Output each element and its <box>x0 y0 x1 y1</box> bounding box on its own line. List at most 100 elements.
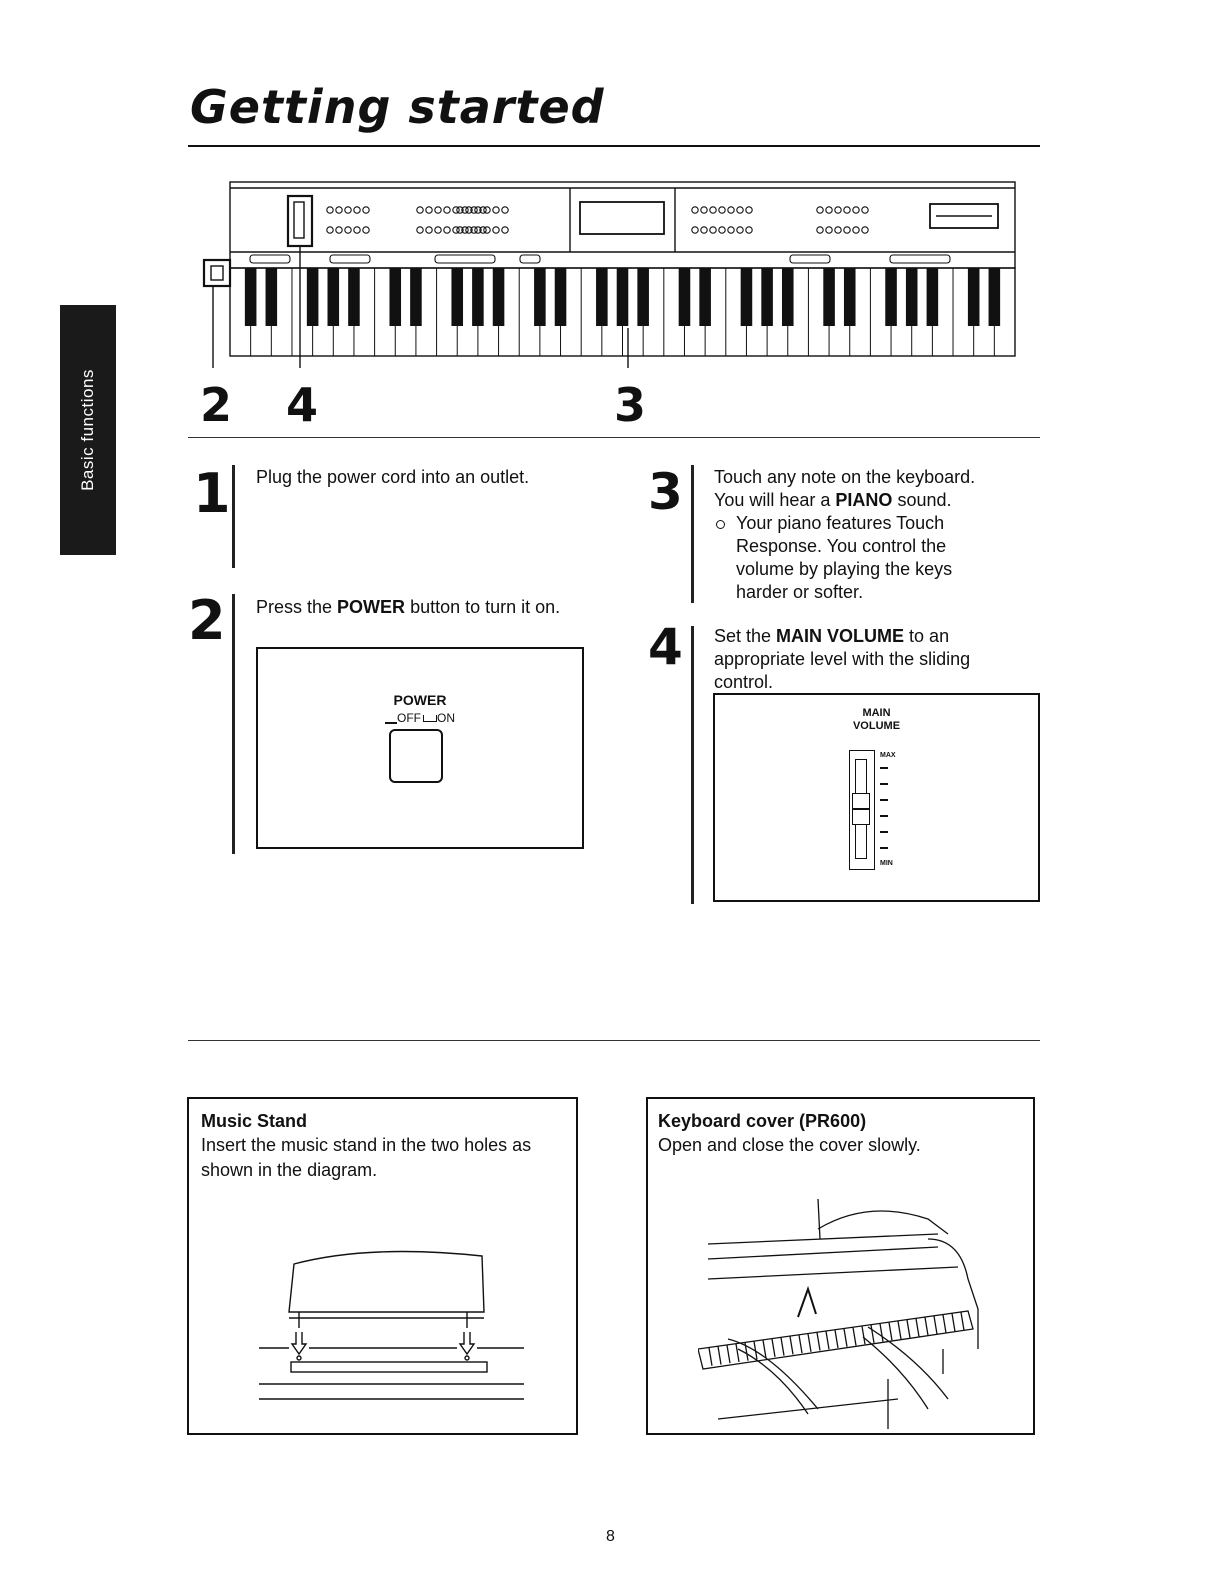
panel-button <box>470 206 478 214</box>
black-key <box>843 268 856 326</box>
panel-button <box>700 226 708 234</box>
key-divider <box>798 1334 803 1354</box>
black-key <box>492 268 505 326</box>
panel-button <box>443 206 451 214</box>
volume-tick <box>880 767 888 769</box>
panel-button <box>843 226 851 234</box>
panel-button <box>344 226 352 234</box>
black-key <box>616 268 629 326</box>
black-key <box>781 268 794 326</box>
volume-slider-knob[interactable] <box>852 793 870 825</box>
section-side-tab-label: Basic functions <box>78 369 97 491</box>
panel-button-row <box>434 254 496 264</box>
panel-button <box>861 206 869 214</box>
key-divider <box>897 1321 902 1340</box>
panel-button <box>852 206 860 214</box>
key-divider <box>924 1317 929 1336</box>
volume-tick <box>880 831 888 833</box>
key-divider <box>726 1345 731 1364</box>
panel-button <box>700 206 708 214</box>
key-divider <box>960 1312 965 1331</box>
power-button-highlight <box>202 258 232 288</box>
black-key <box>905 268 918 326</box>
key-divider <box>870 1324 875 1344</box>
panel-button <box>834 226 842 234</box>
panel-button <box>353 206 361 214</box>
up-arrow-icon <box>797 1285 817 1318</box>
music-stand-board <box>288 1250 485 1313</box>
music-stand-illustration <box>259 1250 524 1400</box>
keyboard-cover-title: Keyboard cover (PR600) <box>658 1111 867 1131</box>
black-key <box>534 268 546 326</box>
key-divider <box>834 1329 839 1349</box>
key-divider <box>843 1328 848 1347</box>
panel-button <box>465 226 473 234</box>
lcd-display <box>579 201 665 235</box>
key-divider <box>915 1318 920 1337</box>
volume-tick <box>880 783 888 785</box>
panel-button <box>492 226 500 234</box>
panel-button-row <box>519 254 541 264</box>
power-button[interactable] <box>389 729 443 783</box>
panel-button-row <box>249 254 291 264</box>
keyboard-cover-box: Keyboard cover (PR600) Open and close th… <box>646 1097 1035 1435</box>
step-text: Touch any note on the keyboard. You will… <box>714 466 1034 604</box>
black-key <box>451 268 464 326</box>
off-position-icon <box>385 714 397 724</box>
key-divider <box>852 1327 857 1346</box>
down-arrow-icon <box>290 1332 308 1356</box>
panel-button <box>501 226 509 234</box>
panel-button <box>443 226 451 234</box>
piano-keyword: PIANO <box>835 490 893 510</box>
volume-label-line1: MAIN <box>862 707 891 719</box>
key-divider <box>933 1315 938 1335</box>
panel-button <box>465 206 473 214</box>
panel-button <box>825 226 833 234</box>
panel-button <box>474 226 482 234</box>
panel-button <box>425 206 433 214</box>
keyboard-cover-text: Open and close the cover slowly. <box>658 1135 921 1155</box>
title-rule <box>188 145 1040 147</box>
black-key <box>678 268 691 326</box>
key-divider <box>735 1343 740 1363</box>
key-divider <box>789 1336 794 1355</box>
panel-button <box>479 206 487 214</box>
step-bar <box>232 465 235 568</box>
panel-button <box>718 206 726 214</box>
key-divider <box>861 1326 866 1345</box>
key-divider <box>780 1337 785 1356</box>
panel-button <box>416 226 424 234</box>
music-stand-text: Insert the music stand in the two holes … <box>201 1135 532 1180</box>
black-key <box>265 268 278 326</box>
black-key <box>926 268 939 326</box>
black-key <box>740 268 753 326</box>
volume-slider-track[interactable] <box>849 750 875 870</box>
panel-button <box>825 206 833 214</box>
step-text: Plug the power cord into an outlet. <box>256 467 530 487</box>
step-bar <box>691 626 694 904</box>
page-number: 8 <box>606 1528 615 1545</box>
keyboard-cover-illustration <box>698 1199 979 1429</box>
callout-label: 3 <box>614 378 647 432</box>
key-divider <box>888 1322 893 1341</box>
main-volume-figure: MAIN VOLUME MAX MIN <box>713 693 1040 902</box>
panel-button <box>456 206 464 214</box>
bullet-note: Your piano features Touch Response. You … <box>714 512 1001 604</box>
black-key <box>306 268 319 326</box>
step-bar <box>232 594 235 854</box>
down-arrow-icon <box>458 1332 476 1356</box>
panel-button <box>691 226 699 234</box>
panel-button <box>461 226 469 234</box>
black-key <box>637 268 649 326</box>
step-number: 3 <box>648 463 683 521</box>
section-divider <box>188 437 1040 438</box>
section-divider <box>188 1040 1040 1041</box>
panel-button <box>335 206 343 214</box>
key-divider <box>951 1313 956 1332</box>
panel-button <box>452 226 460 234</box>
panel-button <box>461 206 469 214</box>
power-label: POWER <box>393 692 447 708</box>
panel-button <box>362 226 370 234</box>
panel-button <box>492 206 500 214</box>
